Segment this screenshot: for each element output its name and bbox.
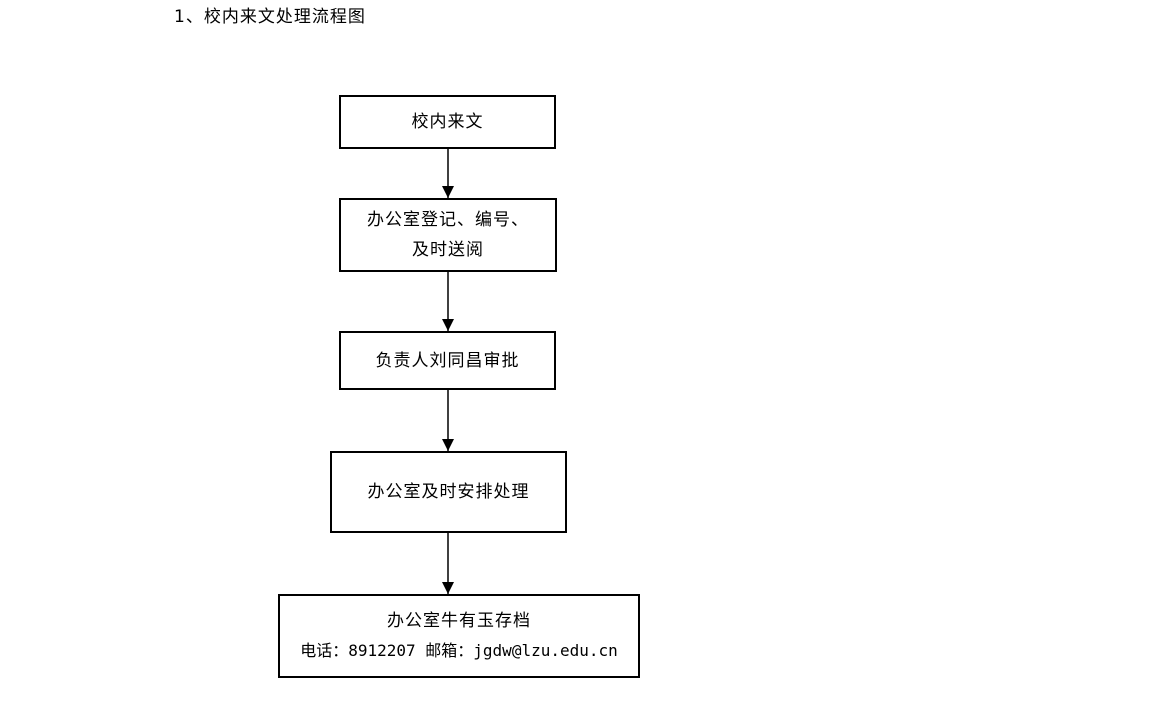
flow-node-label: 负责人刘同昌审批	[375, 350, 520, 371]
flow-node-arrange-handling: 办公室及时安排处理	[330, 451, 567, 533]
flow-node-label-line2: 及时送阅	[412, 240, 484, 260]
flow-node-label: 办公室登记、编号、	[367, 210, 529, 230]
flow-node-label: 办公室牛有玉存档	[387, 611, 531, 631]
flow-node-incoming-document: 校内来文	[339, 95, 556, 149]
flow-node-label: 办公室及时安排处理	[367, 482, 530, 502]
flow-node-archive: 办公室牛有玉存档 电话：8912207 邮箱：jgdw@lzu.edu.cn	[278, 594, 640, 678]
page-title: 1、校内来文处理流程图	[174, 7, 366, 27]
contact-info: 电话：8912207 邮箱：jgdw@lzu.edu.cn	[300, 641, 618, 660]
flow-node-approval: 负责人刘同昌审批	[339, 331, 556, 390]
flow-node-label: 校内来文	[411, 112, 484, 132]
flow-node-register-number-route: 办公室登记、编号、 及时送阅	[339, 198, 557, 272]
